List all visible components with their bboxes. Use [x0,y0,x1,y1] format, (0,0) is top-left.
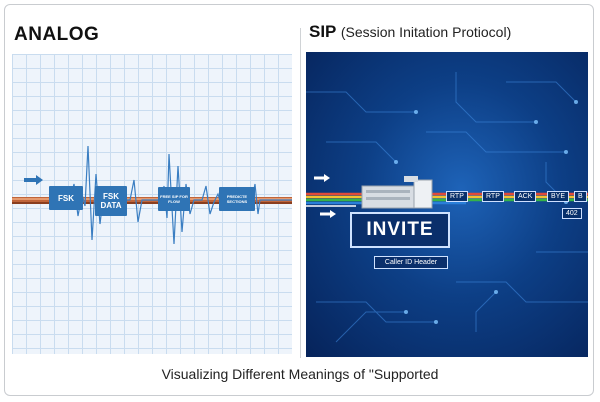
rtp-packet: RTP [446,191,468,202]
sip-panel [306,52,588,357]
caller-id-header-label: Caller ID Header [374,256,448,269]
fsk-block: FSK [49,186,83,210]
arrow-right-icon [320,210,336,218]
fsk-data-block: FSK DATA [95,186,127,216]
analog-panel: FSK FSK DATA FREE SIP FOR FLOW PREDICTE … [12,54,292,354]
sip-title-group: SIP (Session Initation Protiocol) [309,22,511,42]
panel-divider [300,28,301,358]
bye-packet: BYE [547,191,570,202]
arrow-right-icon [314,174,330,182]
status-code-402: 402 [562,208,582,219]
b-packet: B [574,191,587,202]
free-sip-block: FREE SIP FOR FLOW [158,187,190,211]
figure-caption: Visualizing Different Meanings of "Suppo… [161,366,439,382]
ethernet-connector-icon [361,176,433,209]
rtp-packet: RTP [482,191,504,202]
invite-label: INVITE [350,212,450,248]
predicte-sections-block: PREDICTE SECTIONS [219,187,255,211]
sip-subtitle: (Session Initation Protiocol) [340,24,512,40]
analog-title: ANALOG [14,24,100,45]
sip-title: SIP [309,22,337,41]
arrow-right-icon [24,175,43,185]
ack-packet: ACK [514,191,537,202]
circuit-background [306,72,588,343]
